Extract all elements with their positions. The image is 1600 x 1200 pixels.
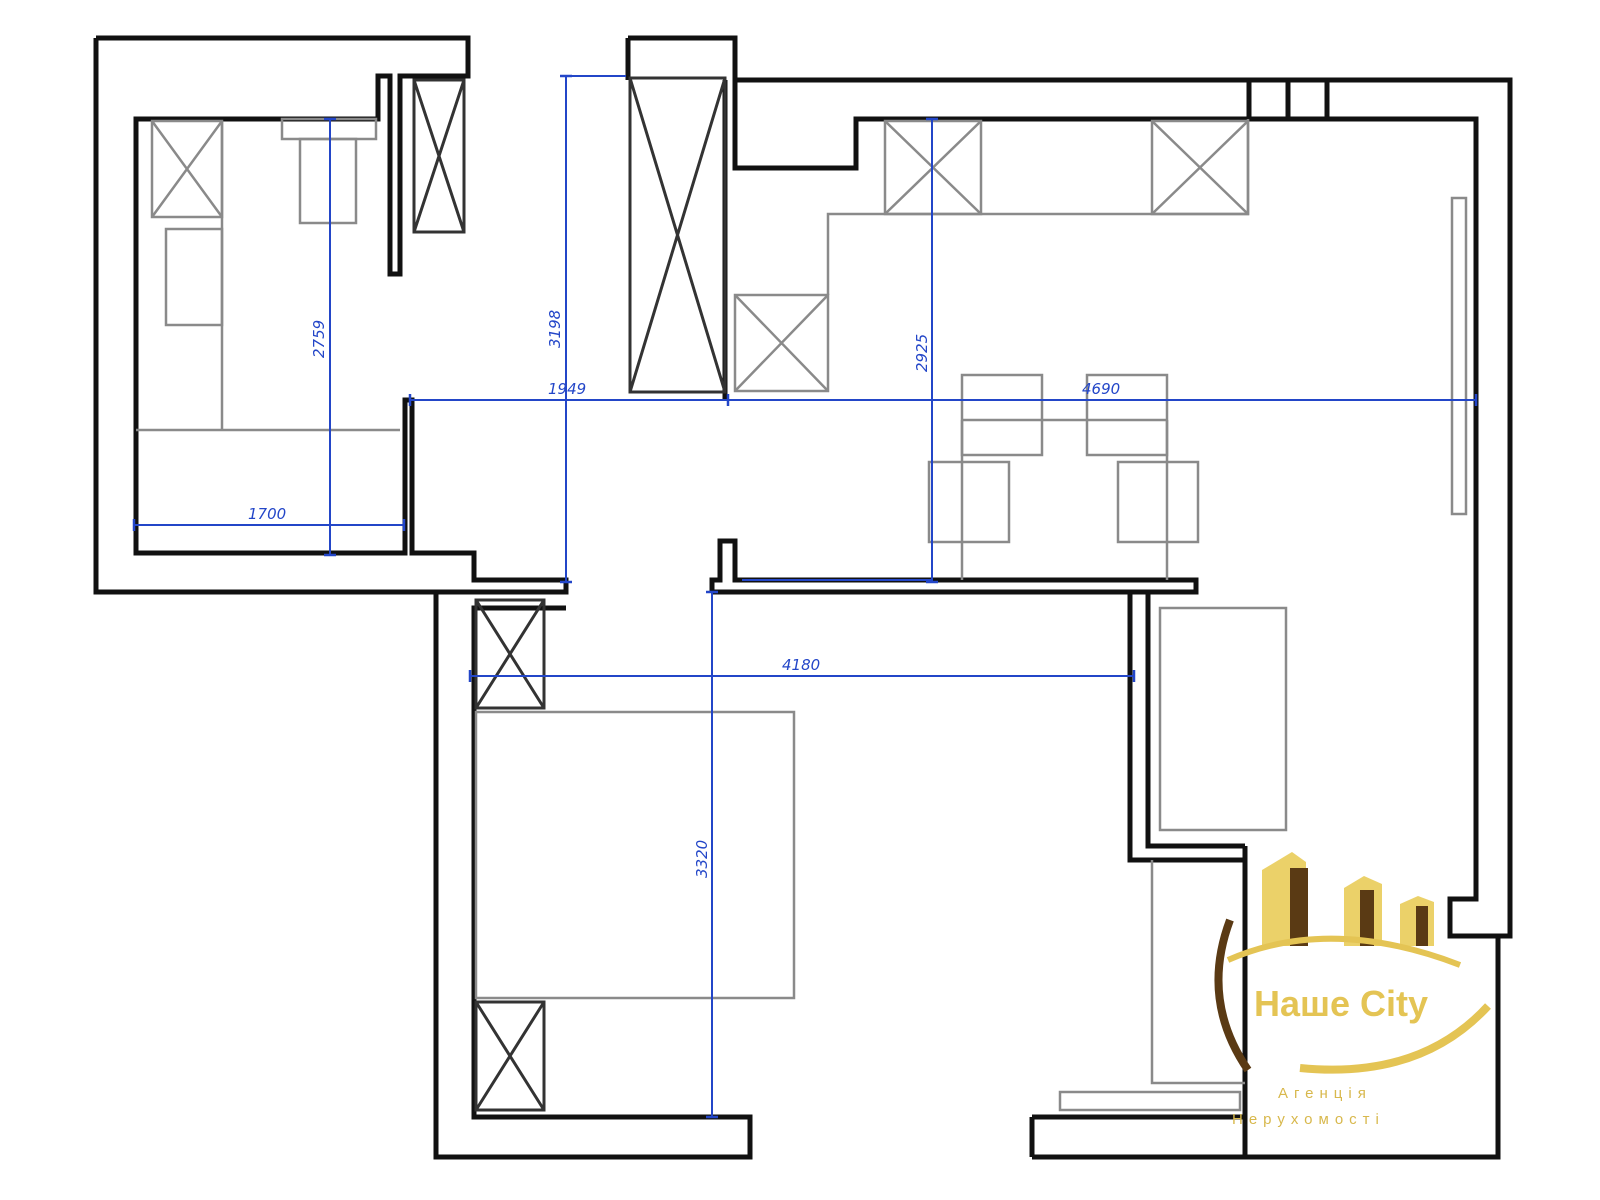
bath-sill [1058, 1090, 1242, 1112]
kitchen-stove [164, 227, 224, 327]
cabinet-cross-icon [412, 79, 466, 233]
kitchen-counter [136, 121, 400, 432]
tv-stand [1450, 196, 1468, 516]
cabinet-cross-icon [628, 77, 727, 393]
living-cabinet-right [1150, 119, 1250, 216]
cabinet-cross-icon [734, 294, 829, 392]
dim-label-living-depth: 2925 [913, 334, 931, 372]
dim-label-bedroom-width: 4180 [782, 656, 820, 674]
dim-label-hall-height: 3198 [546, 310, 564, 348]
dining-table [960, 418, 1169, 580]
watermark-logo: Наше City Агенція Нерухомості [1214, 852, 1491, 1128]
hall-wardrobe [628, 76, 727, 394]
logo-brand-text: Наше City [1254, 983, 1428, 1024]
cabinet-cross-icon [474, 1001, 546, 1111]
dim-label-bedroom-depth: 3320 [693, 840, 711, 878]
cabinet-cross-icon [1151, 120, 1249, 215]
wall-vent-shaft [1246, 80, 1330, 119]
logo-tagline-1: Агенція [1278, 1085, 1372, 1102]
dim-label-kitchen-depth: 2759 [310, 320, 328, 358]
furniture [136, 76, 1468, 1112]
kitchen-sink [298, 137, 358, 225]
dimensions: 1700 2759 3198 1949 2925 4690 4180 [132, 74, 1478, 1119]
wardrobe-tall [412, 78, 466, 234]
wall-living-inner [732, 80, 1498, 939]
bath-tub [1158, 606, 1288, 832]
wall-outer-left [93, 38, 436, 595]
bath-wall [1150, 860, 1245, 1085]
dim-label-kitchen-width: 1700 [248, 505, 286, 523]
bedroom-cabinet-bottom [474, 1000, 546, 1112]
wall-bottom-right [1029, 1117, 1245, 1160]
dim-label-hall-width: 1949 [548, 380, 586, 398]
living-cabinet-small [733, 293, 830, 393]
dining-chair [960, 373, 1044, 457]
cabinet-cross-icon [474, 599, 546, 709]
dim-label-living-width: 4690 [1082, 380, 1120, 398]
logo-tagline-2: Нерухомості [1232, 1111, 1385, 1128]
wall-hall-column [628, 35, 1513, 1160]
bedroom-cabinet-top [474, 598, 546, 710]
dining-chair [1116, 460, 1200, 544]
dining-chair [927, 460, 1011, 544]
dining-chair [1085, 373, 1169, 457]
bed [474, 710, 796, 1000]
wall-corridor [709, 538, 1199, 595]
cabinet-cross-icon [150, 120, 224, 218]
wall-kitchen [96, 35, 753, 1160]
building-logo-icon [1214, 852, 1491, 1074]
wall-bathroom [1127, 592, 1245, 863]
